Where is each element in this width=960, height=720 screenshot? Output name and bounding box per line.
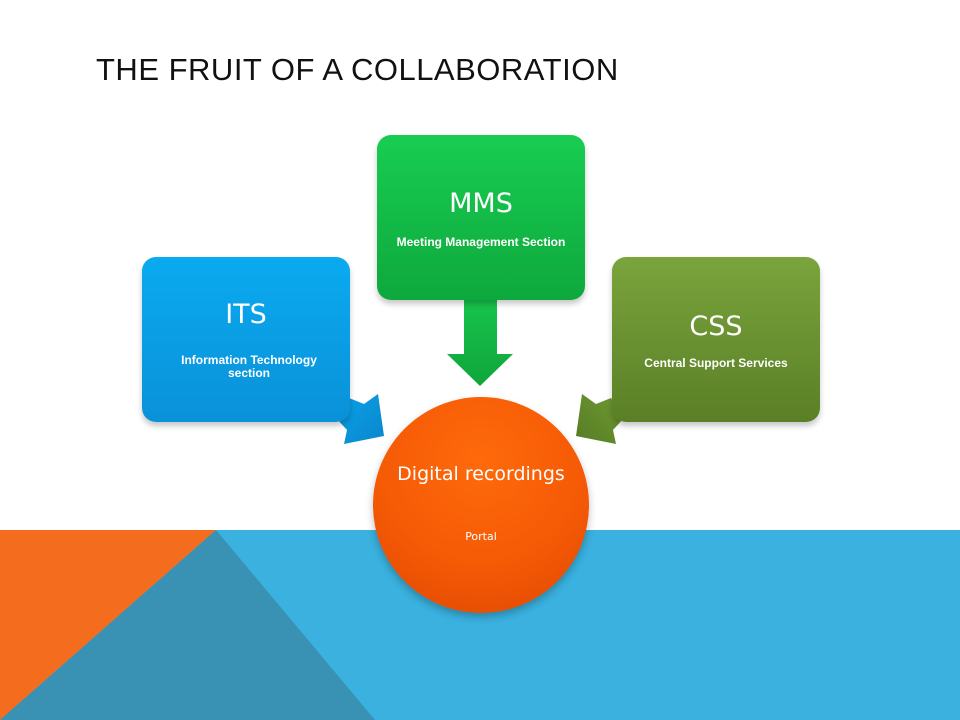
hub-digital-recordings: Digital recordings Portal [373,397,589,613]
node-its: ITS Information Technology section [142,257,350,422]
hub-title: Digital recordings [397,463,565,485]
slide-title: THE FRUIT OF A COLLABORATION [96,52,619,87]
node-mms-abbr: MMS [449,188,513,219]
node-mms: MMS Meeting Management Section [377,135,585,300]
node-css-abbr: CSS [689,311,743,342]
node-its-abbr: ITS [225,299,267,330]
node-css: CSS Central Support Services [612,257,820,422]
node-mms-full-name: Meeting Management Section [396,235,566,249]
hub-subtitle: Portal [465,530,497,543]
arrow-mms-to-hub [447,300,513,386]
node-its-full-name: Information Technology section [181,353,317,380]
node-css-full-name: Central Support Services [644,356,788,370]
background-steel-triangle [0,530,375,720]
